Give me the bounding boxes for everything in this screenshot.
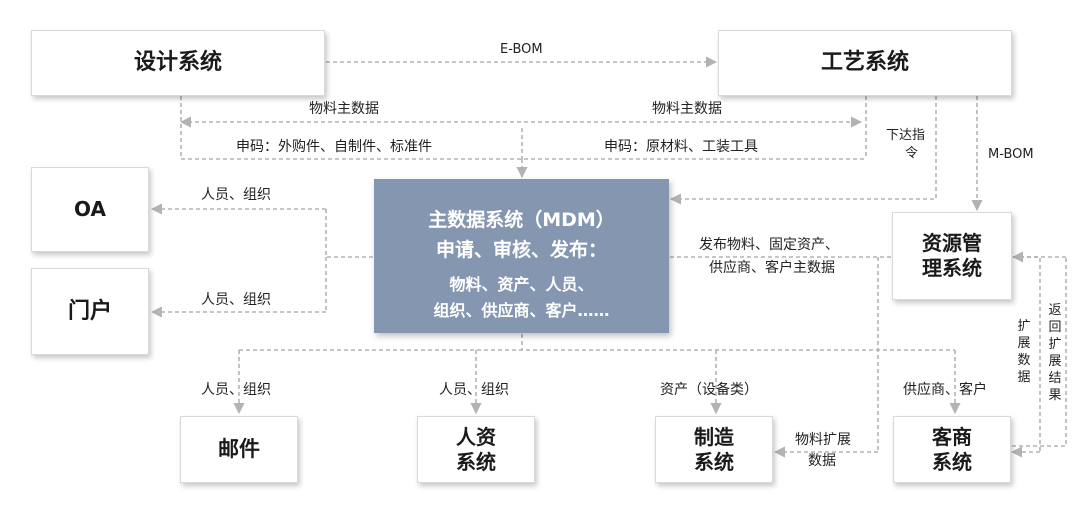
mail-label: 邮件 [218,437,260,462]
hr-people-org-label: 人员、组织 [439,382,509,398]
mdm-box: 主数据系统（MDM） 申请、审核、发布： 物料、资产、人员、 组织、供应商、客户… [374,179,669,333]
portal-box: 门户 [31,268,149,355]
resource-system-label-2: 理系统 [922,256,982,280]
code-left-label: 申码：外购件、自制件、标准件 [236,139,432,155]
publish-label-2: 供应商、客户主数据 [709,260,835,276]
issue-command-label-2: 令 [905,146,919,161]
material-ext-label-2: 数据 [808,453,836,469]
oa-label: OA [74,197,106,221]
portal-people-org-label: 人员、组织 [201,292,271,308]
publish-label-1: 发布物料、固定资产、 [699,237,839,253]
cust-system-label-2: 系统 [932,449,972,474]
resource-system-label-1: 资源管 [922,231,982,255]
design-system-label: 设计系统 [133,50,222,76]
mdm-items-line2: 组织、供应商、客户…… [433,301,610,320]
process-system-box: 工艺系统 [718,30,1012,96]
oa-box: OA [31,167,149,252]
issue-command-label-1: 下达指 [886,128,926,143]
mfg-system-box: 制造 系统 [655,416,773,483]
mdm-items-line1: 物料、资产、人员、 [449,275,594,294]
cust-system-box: 客商 系统 [893,416,1011,483]
mfg-system-label-1: 制造 [694,424,734,449]
code-right-label: 申码：原材料、工装工具 [604,139,758,155]
mfg-system-label-2: 系统 [694,449,734,474]
mbom-label: M-BOM [988,147,1034,162]
hr-system-box: 人资 系统 [417,416,535,483]
ebom-label: E-BOM [500,42,543,57]
mdm-subtitle: 申请、审核、发布： [435,239,607,261]
hr-system-label-2: 系统 [456,449,496,474]
supplier-customer-label: 供应商、客户 [903,382,987,398]
mail-people-org-label: 人员、组织 [201,382,271,398]
material-ext-label-1: 物料扩展 [795,432,851,448]
extend-data-label: 扩展数据 [1017,319,1031,385]
hr-system-label-1: 人资 [456,424,496,449]
mail-box: 邮件 [180,416,298,483]
return-ext-result-label: 返回扩展结果 [1048,303,1062,403]
assets-equipment-label: 资产（设备类） [660,382,758,398]
oa-people-org-label: 人员、组织 [201,187,271,203]
cust-system-label-1: 客商 [932,424,972,449]
design-system-box: 设计系统 [31,30,325,96]
mdm-title: 主数据系统（MDM） [428,209,615,231]
material-master-left-label: 物料主数据 [309,101,379,117]
resource-system-box: 资源管 理系统 [892,212,1012,300]
portal-label: 门户 [67,298,112,324]
process-system-label: 工艺系统 [820,50,909,76]
material-master-right-label: 物料主数据 [652,101,722,117]
